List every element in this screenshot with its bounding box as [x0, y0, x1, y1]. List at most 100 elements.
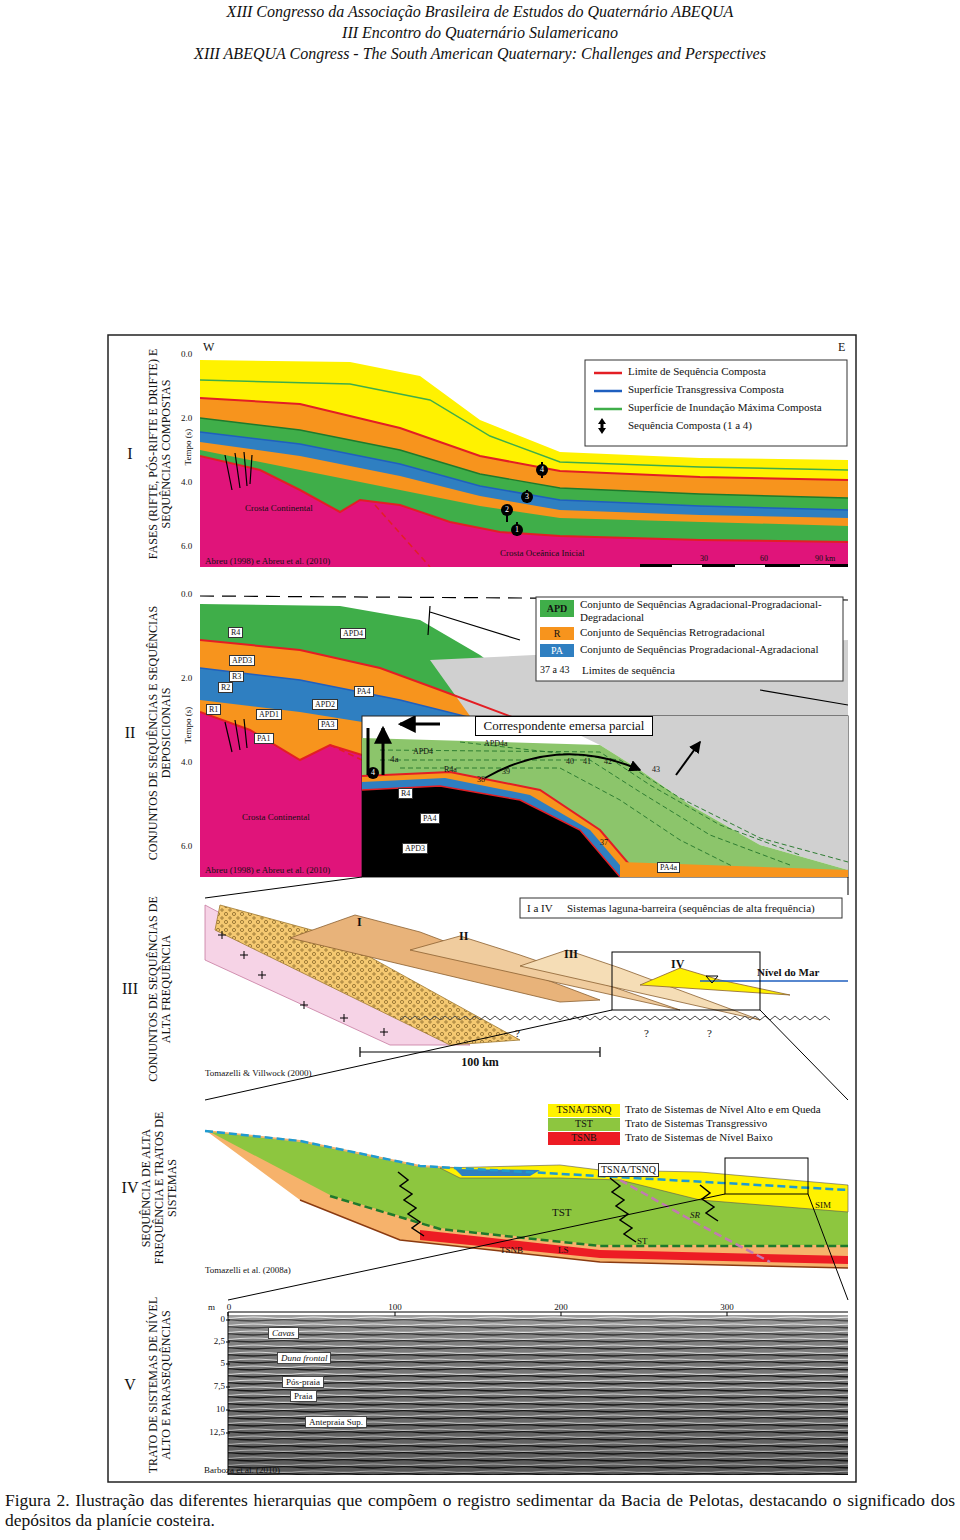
- figure-label: 0.0: [181, 589, 192, 599]
- figure-label: Abreu (1998) e Abreu et al. (2010): [205, 556, 330, 566]
- figure-label: R4: [398, 788, 413, 799]
- illustration-shape: [362, 772, 640, 877]
- legend-text: Superfície de Inundação Máxima Composta: [628, 401, 822, 414]
- illustration-shape: [362, 738, 848, 877]
- figure-label: APD2: [312, 699, 338, 710]
- panel-numeral: I: [127, 445, 132, 463]
- figure-label: R4a: [444, 765, 457, 774]
- figure-label: 100 km: [461, 1056, 499, 1070]
- figure-label: TSNA/TSNQ: [598, 1163, 659, 1177]
- illustration-shape: [225, 452, 252, 490]
- figure-label: APD3: [229, 655, 255, 666]
- figure-label: IV: [671, 958, 684, 972]
- illustration-shape: [228, 1315, 848, 1475]
- figure-label: 6.0: [181, 841, 192, 851]
- figure-label: Crosta Continental: [242, 812, 310, 822]
- illustration-shape: [800, 565, 830, 567]
- illustration-shape: [400, 723, 440, 726]
- figure-label: ?: [515, 1027, 520, 1040]
- legend-text: Trato de Sistemas Transgressivo: [625, 1117, 767, 1130]
- figure-label: TST: [552, 1206, 572, 1219]
- illustration-shape: [585, 360, 847, 446]
- figure-label: II: [459, 930, 468, 944]
- figure-label: 2.0: [181, 413, 192, 423]
- figure-label: PA4: [354, 686, 374, 697]
- figure-label: m: [208, 1302, 215, 1312]
- illustration-shape: [200, 360, 848, 567]
- figure-label: PA3: [318, 719, 338, 730]
- legend-text: Limite de Sequência Composta: [628, 365, 766, 378]
- figure-label: 42: [604, 757, 612, 766]
- header-text: XIII ABEQUA Congress - The South America…: [194, 45, 766, 63]
- illustration-shape: [200, 712, 848, 877]
- figure-label: Tomazelli & Villwock (2000): [205, 1068, 311, 1078]
- callout-number: 2: [501, 504, 513, 516]
- callout-number: 4: [367, 767, 379, 779]
- figure-label: LS: [558, 1245, 569, 1255]
- legend-text: Trato de Sistemas de Nível Alto e em Que…: [625, 1103, 821, 1116]
- illustration-shape: [725, 1158, 808, 1194]
- illustration-shape: [205, 1130, 848, 1300]
- legend-line: [594, 403, 622, 415]
- figure-label: ST: [637, 1236, 648, 1246]
- figure-label: PA: [551, 645, 563, 657]
- illustration-shape: [225, 719, 247, 752]
- figure-label: PA4a: [657, 862, 680, 873]
- figure-label: 6.0: [181, 541, 192, 551]
- legend-line-sample: [598, 418, 606, 434]
- figure-label: Tempo (s): [183, 429, 193, 466]
- figure-label: 37: [600, 838, 608, 847]
- illustration-shape: [410, 936, 680, 1010]
- illustration-shape: [210, 1132, 848, 1245]
- illustration-shape: [700, 980, 848, 981]
- figure-label: 12,5: [209, 1427, 225, 1437]
- figure-label: 90 km: [815, 554, 835, 563]
- illustration-shape: [362, 716, 848, 877]
- figure-label: PA1: [254, 733, 274, 744]
- callout-box: Correspondente emersa parcial: [475, 716, 654, 736]
- illustration-shape: [108, 335, 856, 1482]
- figure-label: Tempo (s): [183, 707, 193, 744]
- figure-label: SIM: [815, 1200, 831, 1210]
- illustration-shape: [205, 1131, 848, 1190]
- figure-label: 43: [652, 765, 660, 774]
- legend-line-sample: [594, 408, 622, 411]
- illustration-shape: [200, 398, 848, 567]
- figure-label: PA4: [420, 813, 440, 824]
- figure-label: Cavas: [268, 1327, 299, 1339]
- legend-line: [594, 367, 622, 379]
- illustration-shape: [706, 976, 718, 983]
- callout-number: 1: [511, 524, 523, 536]
- legend-line: [594, 385, 622, 397]
- panel-numeral: III: [122, 980, 138, 998]
- figure-label: TSNA/TSNQ: [556, 1104, 611, 1116]
- figure-label: 7,5: [214, 1381, 225, 1391]
- panel-title: TRATO DE SISTEMAS DE NÍVEL ALTO E PARASE…: [147, 1294, 173, 1476]
- figure-label: 4.0: [181, 757, 192, 767]
- figure-label: TSNB: [571, 1132, 597, 1144]
- illustration-shape: [200, 360, 848, 567]
- illustration-shape: [228, 1315, 848, 1475]
- illustration-shape: [205, 877, 848, 898]
- figure-label: Crosta Continental: [245, 503, 313, 513]
- figure-label: Praia: [290, 1390, 317, 1402]
- illustration-shape: [200, 456, 848, 567]
- illustration-shape: [398, 1172, 718, 1242]
- illustration-shape: [735, 565, 765, 567]
- figure-label: 300: [720, 1302, 734, 1312]
- panel-title: CONJUNTOS DE SEQUÊNCIAS DE ALTA FREQUÊNC…: [147, 896, 173, 1082]
- illustration-shape: [672, 565, 702, 567]
- figure-label: Nível do Mar: [757, 966, 819, 979]
- figure-label: R2: [218, 682, 233, 693]
- figure-label: Abreu (1998) e Abreu et al. (2010): [205, 865, 330, 875]
- legend-line: [596, 418, 608, 434]
- legend-text: Conjunto de Sequências Retrogradacional: [580, 626, 765, 639]
- figure-label: I: [357, 916, 362, 930]
- figure-label: III: [564, 948, 578, 962]
- illustration-shape: [362, 772, 640, 877]
- figure-label: Barboza et al. (2010): [204, 1465, 280, 1475]
- illustration-shape: [330, 745, 362, 760]
- figure-label: APD4a: [484, 739, 508, 748]
- illustration-shape: [620, 862, 848, 877]
- legend-text: Superfície Transgressiva Composta: [628, 383, 784, 396]
